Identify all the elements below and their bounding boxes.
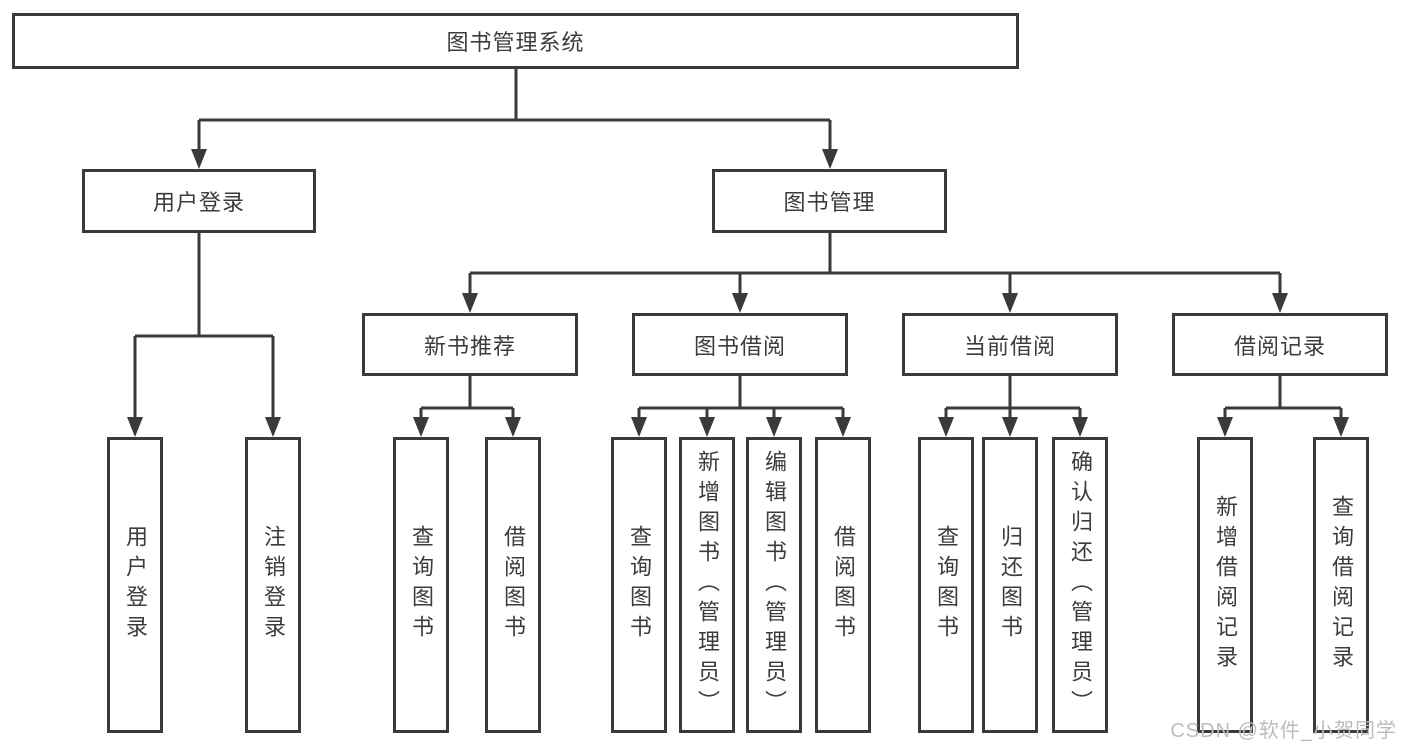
- node-leaf-query-books-current: 查询图书: [918, 437, 974, 733]
- node-label: 查询图书: [409, 525, 434, 645]
- node-leaf-user-login: 用户登录: [107, 437, 163, 733]
- node-label: 注销登录: [261, 525, 286, 645]
- connector-book-management-branch: [462, 233, 1288, 313]
- node-label: 图书管理: [783, 190, 876, 215]
- node-leaf-logout: 注销登录: [245, 437, 301, 733]
- node-book-borrow: 图书借阅: [632, 313, 848, 376]
- node-label: 用户登录: [152, 190, 245, 215]
- node-new-book-recommend: 新书推荐: [362, 313, 578, 376]
- node-label: 归还图书: [998, 525, 1023, 645]
- node-user-login: 用户登录: [82, 169, 316, 233]
- node-label: 查询图书: [934, 525, 959, 645]
- node-leaf-query-books-recommend: 查询图书: [393, 437, 449, 733]
- csdn-watermark: CSDN @软件_小贺同学: [1170, 720, 1397, 742]
- node-label: 查询借阅记录: [1329, 495, 1354, 675]
- connector-new-book-branch: [413, 376, 521, 437]
- node-book-management-system: 图书管理系统: [12, 13, 1019, 69]
- connector-user-login-branch: [127, 233, 281, 437]
- node-book-management: 图书管理: [712, 169, 947, 233]
- node-label: 借阅图书: [831, 525, 856, 645]
- node-leaf-edit-book-admin: 编辑图书（管理员）: [746, 437, 802, 733]
- node-leaf-add-borrow-record: 新增借阅记录: [1197, 437, 1253, 733]
- node-leaf-query-borrow-record: 查询借阅记录: [1313, 437, 1369, 733]
- connector-borrow-records-branch: [1217, 376, 1349, 437]
- node-leaf-add-book-admin: 新增图书（管理员）: [679, 437, 735, 733]
- node-label: 图书管理系统: [446, 30, 585, 55]
- node-label: 新书推荐: [423, 333, 516, 359]
- connector-root-to-level2: [191, 69, 838, 169]
- node-leaf-borrow-books: 借阅图书: [815, 437, 871, 733]
- node-label: 新增图书（管理员）: [695, 450, 720, 720]
- node-label: 编辑图书（管理员）: [762, 450, 787, 720]
- node-label: 图书借阅: [693, 333, 786, 359]
- node-leaf-borrow-books-recommend: 借阅图书: [485, 437, 541, 733]
- node-label: 查询图书: [627, 525, 652, 645]
- node-label: 确认归还（管理员）: [1068, 450, 1093, 720]
- connector-current-borrow-branch: [938, 376, 1088, 437]
- node-leaf-return-book: 归还图书: [982, 437, 1038, 733]
- node-label: 用户登录: [123, 525, 148, 645]
- node-label: 借阅记录: [1233, 333, 1326, 359]
- connector-book-borrow-branch: [631, 376, 851, 437]
- node-borrow-records: 借阅记录: [1172, 313, 1388, 376]
- node-label: 新增借阅记录: [1213, 495, 1238, 675]
- node-leaf-confirm-return-admin: 确认归还（管理员）: [1052, 437, 1108, 733]
- node-leaf-query-books-borrow: 查询图书: [611, 437, 667, 733]
- node-current-borrow: 当前借阅: [902, 313, 1118, 376]
- node-label: 当前借阅: [963, 333, 1056, 359]
- node-label: 借阅图书: [501, 525, 526, 645]
